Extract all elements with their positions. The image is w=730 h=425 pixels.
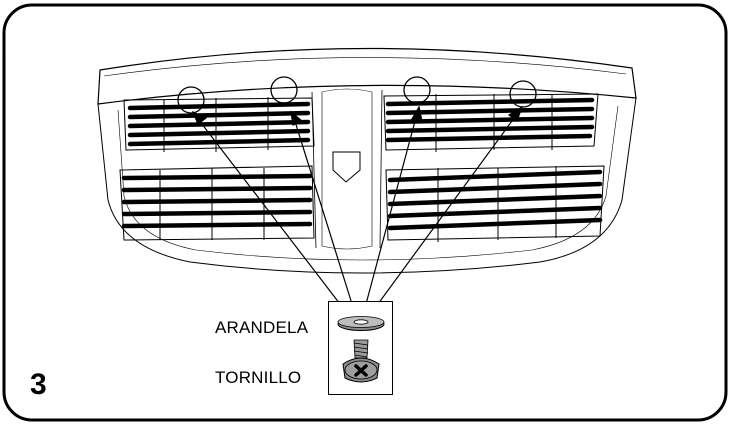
screw-icon — [342, 339, 380, 383]
arrowhead — [507, 105, 524, 122]
grille-upper-left — [123, 97, 315, 152]
grille-body — [97, 47, 637, 274]
washer-icon — [337, 316, 385, 331]
center-badge — [332, 151, 361, 183]
screw-label: TORNILLO — [215, 368, 302, 387]
screw-location-2 — [270, 76, 298, 104]
leader-lines — [191, 105, 524, 305]
arrowhead — [191, 110, 208, 125]
hardware-parts-box — [328, 301, 393, 395]
washer-label: ARANDELA — [215, 318, 309, 337]
screw-location-4 — [509, 80, 537, 108]
grille-lower-right — [385, 165, 605, 242]
screw-location-callouts — [177, 76, 537, 114]
arrowhead — [290, 110, 304, 126]
screw-location-1 — [177, 86, 205, 114]
step-number: 3 — [30, 368, 47, 401]
screw-location-3 — [403, 76, 431, 104]
arrowhead — [411, 105, 423, 122]
